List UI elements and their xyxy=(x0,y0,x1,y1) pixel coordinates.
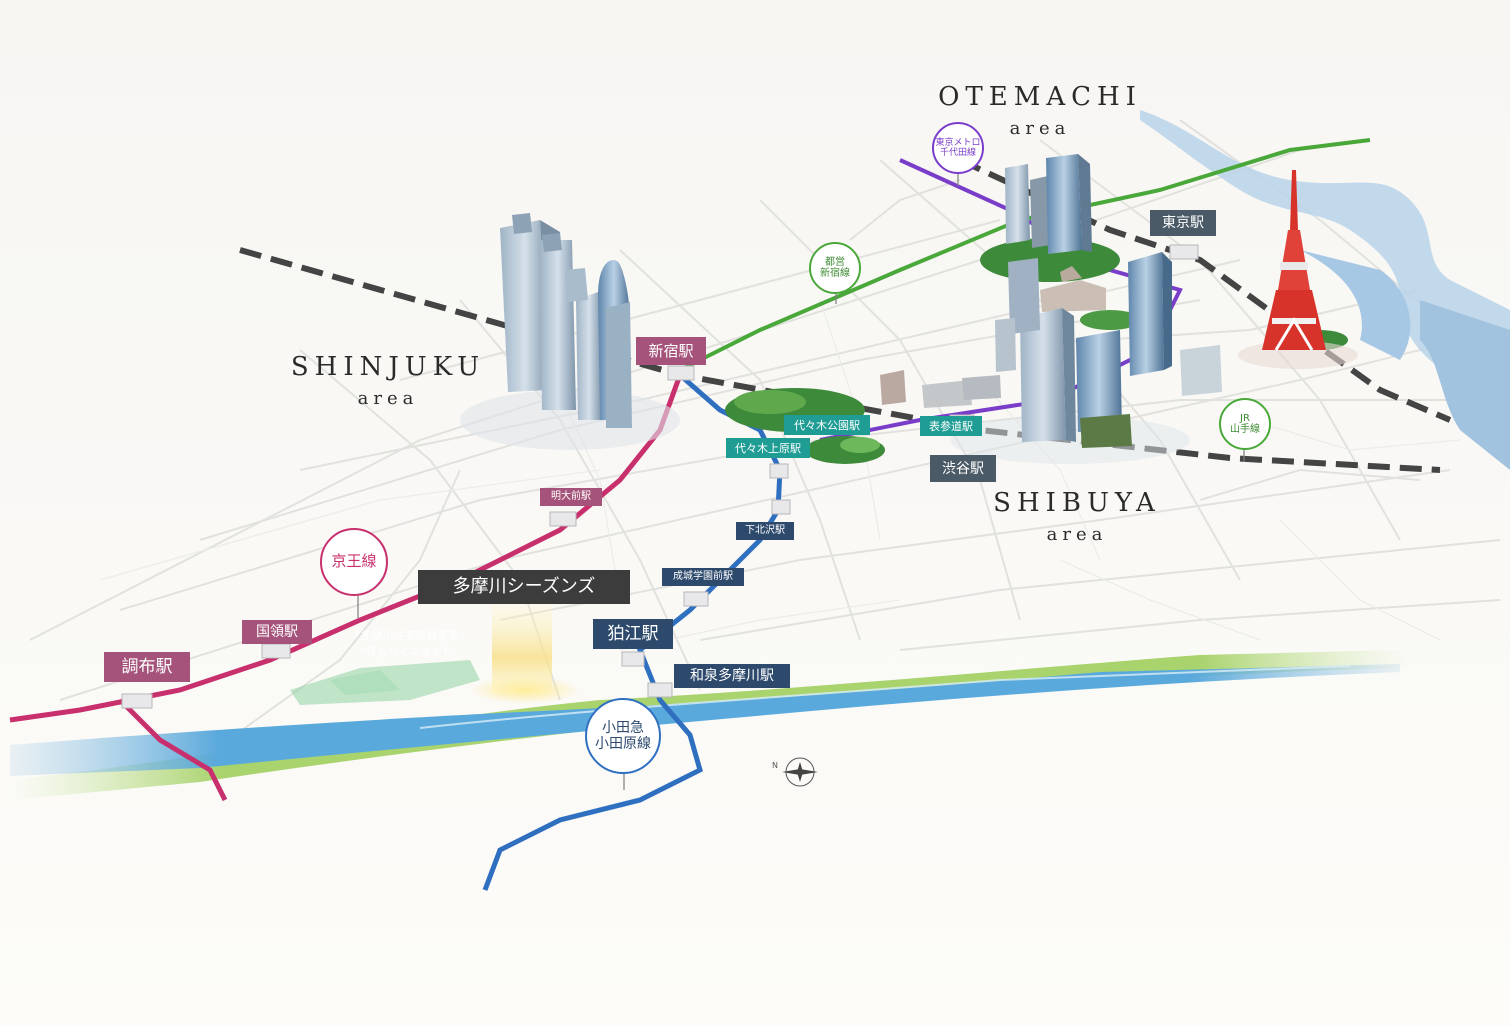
shinjuku-line-bubble[interactable]: 都営 新宿線 xyxy=(809,242,861,294)
keio-line-bubble[interactable]: 京王線 xyxy=(320,528,388,596)
station-label-yoyogi-uehara[interactable]: 代々木上原駅 xyxy=(726,438,810,458)
property-name-label[interactable]: 多摩川シーズンズ xyxy=(418,570,630,604)
chiyoda-line-bubble[interactable]: 東京メトロ 千代田線 xyxy=(932,122,984,174)
chiyoda-line-name2: 千代田線 xyxy=(939,148,976,158)
tokyo-tower xyxy=(1238,170,1358,369)
shinjuku-area-sub: area xyxy=(357,388,419,409)
otemachi-area-sub: area xyxy=(1009,118,1071,139)
project-name-line1: 「多摩川住宅建替事業」 xyxy=(349,629,471,642)
otemachi-towers xyxy=(1005,154,1106,312)
keio-sagamihara-line xyxy=(118,698,228,802)
shinjuku-line-name2: 新宿線 xyxy=(820,268,850,279)
shibuya-area-name: SHIBUYA xyxy=(993,488,1161,518)
yamanote-line-bubble[interactable]: JR 山手線 xyxy=(1219,398,1271,450)
yamanote-line-name2: 山手線 xyxy=(1230,424,1260,435)
shibuya-towers xyxy=(880,252,1222,464)
shinjuku-line-name: 都営 xyxy=(825,256,845,268)
station-label-kokuryo[interactable]: 国領駅 xyxy=(242,620,312,644)
svg-text:N: N xyxy=(772,761,778,770)
project-name-line2: “ほとりとたまがわ” xyxy=(360,644,460,658)
bay-water xyxy=(1140,110,1510,470)
odakyu-line-bubble[interactable]: 小田急 小田原線 xyxy=(585,698,661,774)
shinjuku-area-name: SHINJUKU xyxy=(290,352,486,382)
station-label-shibuya[interactable]: 渋谷駅 xyxy=(930,455,996,482)
station-label-chofu[interactable]: 調布駅 xyxy=(104,652,190,682)
property-glow xyxy=(470,604,580,704)
shibuya-area-sub: area xyxy=(1046,524,1108,545)
compass-icon: N xyxy=(772,757,818,787)
odakyu-line-name: 小田急 xyxy=(602,719,644,736)
shinjuku-area-title: SHINJUKU area xyxy=(258,354,518,408)
station-label-yoyogi-koen[interactable]: 代々木公園駅 xyxy=(784,415,870,435)
station-label-shimokitazawa[interactable]: 下北沢駅 xyxy=(736,522,794,540)
station-label-omotesando[interactable]: 表参道駅 xyxy=(920,416,982,436)
station-label-izumi-tamagawa[interactable]: 和泉多摩川駅 xyxy=(674,664,790,688)
odakyu-line-name2: 小田原線 xyxy=(595,736,651,752)
chiyoda-line-name: 東京メトロ xyxy=(935,137,981,148)
shibuya-area-title: SHIBUYA area xyxy=(947,490,1207,544)
project-name-label: 「多摩川住宅建替事業」 “ほとりとたまがわ” xyxy=(340,628,480,660)
station-label-seijogakuen[interactable]: 成城学園前駅 xyxy=(662,568,744,586)
yamanote-line-name: JR xyxy=(1240,412,1250,424)
otemachi-area-name: OTEMACHI xyxy=(938,82,1142,112)
keio-line-name: 京王線 xyxy=(331,552,377,571)
station-label-komae[interactable]: 狛江駅 xyxy=(593,619,673,649)
station-label-meidaimae[interactable]: 明大前駅 xyxy=(540,488,602,506)
shinjuku-towers xyxy=(460,213,680,450)
station-label-shinjuku[interactable]: 新宿駅 xyxy=(636,337,706,365)
project-site xyxy=(290,660,480,705)
station-label-tokyo[interactable]: 東京駅 xyxy=(1150,210,1216,236)
otemachi-area-title: OTEMACHI area xyxy=(910,84,1170,138)
tama-river xyxy=(10,650,1410,800)
